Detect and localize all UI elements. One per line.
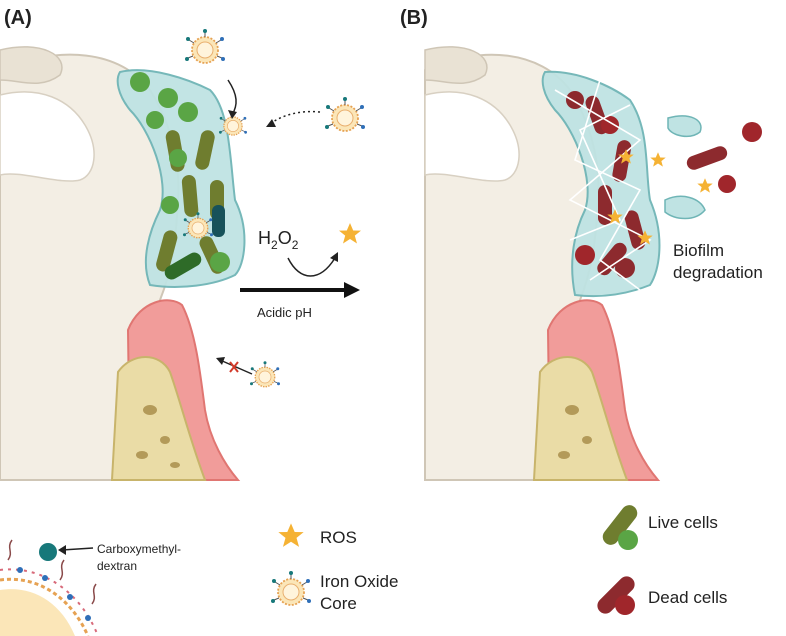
dead-cell-legend-icon — [597, 576, 635, 615]
panel-b-label: (B) — [400, 7, 428, 29]
legend-pointer-arrow — [61, 547, 94, 551]
entry-arrow — [227, 79, 237, 116]
shell-cross-section — [0, 539, 99, 636]
dextran-label-2: dextran — [97, 559, 137, 573]
degradation-cracks — [554, 79, 652, 291]
nanoparticle-icon — [324, 96, 366, 132]
bone-a — [110, 356, 207, 481]
outcome-line1: Biofilm — [673, 241, 724, 260]
panel-b: Biofilm degradation — [424, 46, 763, 481]
nanoparticle-icon — [249, 360, 281, 388]
ros-star-icon — [697, 178, 713, 193]
legend-dead-label: Dead cells — [648, 588, 727, 607]
outcome-line2: degradation — [673, 263, 763, 282]
legend-ros-label: ROS — [320, 528, 357, 547]
ros-star-icon — [339, 223, 361, 244]
live-cell-legend-icon — [602, 505, 638, 550]
crown-cusp-b — [424, 46, 488, 85]
ros-star-icon — [278, 523, 304, 547]
crown-cusp-a — [0, 46, 63, 85]
legend: Carboxymethyl- dextran ROS Iron Oxide Co… — [0, 505, 727, 636]
live-cells-a — [130, 72, 230, 280]
reaction-curve-arrow — [287, 257, 336, 277]
biofilm-b — [541, 70, 661, 298]
blocked-arrow — [219, 359, 253, 375]
nanoparticle-icon — [184, 28, 226, 64]
crown-highlight-a — [0, 91, 95, 182]
dextran-dot-icon — [39, 543, 57, 561]
legend-live-label: Live cells — [648, 513, 718, 532]
biofilm-fragment — [667, 115, 702, 138]
panel-a — [0, 28, 366, 481]
dextran-label-1: Carboxymethyl- — [97, 542, 181, 556]
reaction: H2O2 Acidic pH — [240, 223, 361, 320]
panel-a-label: (A) — [4, 7, 32, 29]
ros-star-icon — [650, 152, 666, 167]
biofilm-fragment — [664, 195, 706, 220]
crown-highlight-b — [424, 91, 520, 182]
legend-core-line2: Core — [320, 594, 357, 613]
reagent-label: H2O2 — [258, 228, 299, 252]
bone-b — [532, 356, 629, 481]
entry-arrow-dotted — [269, 110, 321, 125]
condition-label: Acidic pH — [257, 305, 312, 320]
iron-oxide-core-icon — [270, 570, 312, 606]
legend-core-line1: Iron Oxide — [320, 572, 398, 591]
